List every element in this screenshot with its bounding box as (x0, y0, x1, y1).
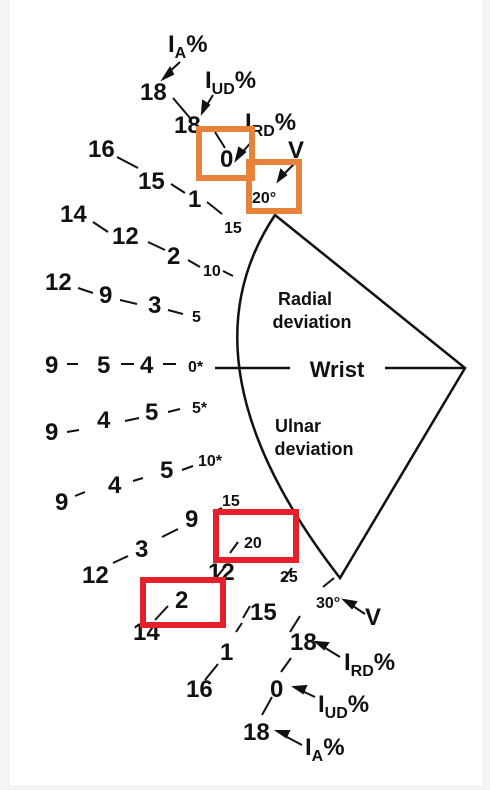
radial-rows: 18 18 0 20° 16 15 1 15 14 12 2 10 12 9 3… (45, 79, 276, 326)
row-0-ird: 0 (220, 146, 233, 173)
row-10-ia: 16 (186, 676, 213, 703)
wrist-label: Wrist (310, 357, 365, 382)
row-2-ia: 14 (60, 201, 87, 228)
orange-highlight-box-1 (196, 126, 255, 181)
row-0-ia: 18 (140, 79, 167, 106)
legend-bottom-iud: I (318, 691, 325, 718)
row-3-iud: 9 (99, 282, 112, 309)
bottom-ia-eighteen: 18 (243, 719, 270, 746)
legend-bottom-ia-sub: A (312, 748, 324, 765)
row-3-ia: 12 (45, 269, 72, 296)
svg-text:IA%: IA% (168, 31, 208, 62)
legend-top-v: V (288, 137, 304, 164)
row-5-iud: 4 (97, 407, 111, 434)
ulnar-deviation-label-2: deviation (274, 439, 353, 459)
legend-top-ird: I (245, 109, 252, 136)
row-1-v: 15 (224, 220, 242, 237)
row-10-ird: 18 (290, 629, 317, 656)
row-2-ird: 2 (167, 243, 180, 270)
row-4-v: 0* (188, 359, 204, 376)
arrows (160, 61, 366, 746)
red-highlight-box-1 (213, 509, 299, 563)
row-9-v: 25 (280, 569, 298, 586)
row-4-iud: 5 (97, 352, 110, 379)
legend-bottom-ird: I (344, 649, 351, 676)
legend-bottom-ird-sub: RD (351, 663, 374, 680)
radial-deviation-label-2: deviation (272, 312, 351, 332)
legend-bottom-ird-pct: % (374, 649, 395, 676)
row-9-iud: 2 (175, 587, 188, 614)
orange-highlight-box-2 (246, 159, 302, 214)
legend-top-ird-sub: RD (252, 123, 275, 140)
row-6-ird: 5 (160, 457, 173, 484)
row-connectors (66, 97, 335, 716)
row-5-ird: 5 (145, 399, 158, 426)
highlight-boxes (140, 126, 302, 628)
row-9-ird: 15 (250, 599, 277, 626)
row-1-ia: 16 (88, 136, 115, 163)
row-5-v: 5* (192, 400, 208, 417)
row-2-iud: 12 (112, 223, 139, 250)
legend-top-iud: I (205, 67, 212, 94)
ulnar-deviation-label-1: Ulnar (275, 416, 321, 436)
svg-text:IUD%: IUD% (205, 67, 256, 98)
row-6-ia: 9 (55, 489, 68, 516)
row-8-ia: 12 (82, 562, 109, 589)
svg-text:IUD%: IUD% (318, 691, 369, 722)
row-4-ird: 4 (140, 352, 154, 379)
row-6-v: 10* (198, 453, 223, 470)
legend-top-ia-pct: % (186, 31, 207, 58)
neutral-rows: 9 5 4 0* 9 4 5 5* 9 4 5 10* (45, 352, 223, 516)
legend-top-ird-pct: % (275, 109, 296, 136)
row-2-v: 10 (203, 263, 221, 280)
svg-text:IRD%: IRD% (344, 649, 395, 680)
legend-bottom-iud-sub: UD (325, 705, 348, 722)
legend-top-ia: I (168, 31, 175, 58)
legend-top-ia-sub: A (175, 45, 187, 62)
row-10-iud: 1 (220, 639, 233, 666)
row-4-ia: 9 (45, 352, 58, 379)
row-7-v: 15 (222, 493, 240, 510)
wrist-fan-outline (236, 213, 467, 581)
svg-text:IRD%: IRD% (245, 109, 296, 140)
row-8-iud: 3 (135, 536, 148, 563)
legend-top-iud-sub: UD (212, 81, 235, 98)
legend-bottom: V IRD% IUD% IA% (305, 604, 395, 765)
row-0-v: 20° (252, 190, 276, 207)
legend-top: IA% IUD% IRD% V (168, 31, 304, 164)
bottom-iud-zero: 0 (270, 676, 283, 703)
row-1-iud: 15 (138, 168, 165, 195)
legend-bottom-iud-pct: % (348, 691, 369, 718)
row-3-ird: 3 (148, 292, 161, 319)
row-10-v: 30° (316, 595, 340, 612)
row-6-iud: 4 (108, 472, 122, 499)
row-1-ird: 1 (188, 186, 201, 213)
row-5-ia: 9 (45, 419, 58, 446)
row-8-v: 20 (244, 535, 262, 552)
row-7-ird: 9 (185, 506, 198, 533)
legend-bottom-v: V (365, 604, 381, 631)
radial-deviation-label-1: Radial (278, 289, 332, 309)
legend-bottom-ia: I (305, 734, 312, 761)
red-highlight-box-2 (140, 577, 226, 628)
legend-bottom-ia-pct: % (323, 734, 344, 761)
row-3-v: 5 (192, 309, 201, 326)
legend-top-iud-pct: % (235, 67, 256, 94)
svg-text:IA%: IA% (305, 734, 345, 765)
